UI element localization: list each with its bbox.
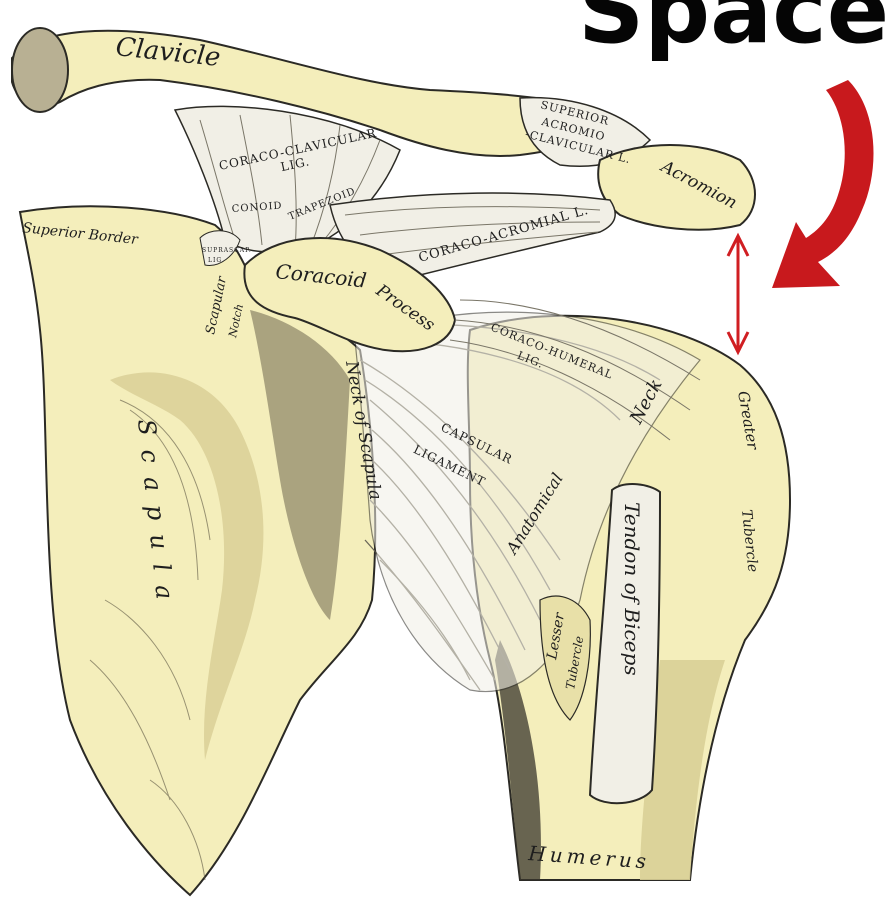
label-suprascap: SUPRASCAP. (202, 247, 252, 254)
label-tendon-of-biceps: Tendon of Biceps (620, 502, 644, 676)
label-suprascap-lig-word: LIG. (208, 257, 225, 264)
subacromial-space-measure (728, 236, 748, 352)
title-space: Space (578, 0, 889, 64)
red-curved-arrow (772, 80, 874, 288)
clavicle-end (12, 28, 68, 112)
